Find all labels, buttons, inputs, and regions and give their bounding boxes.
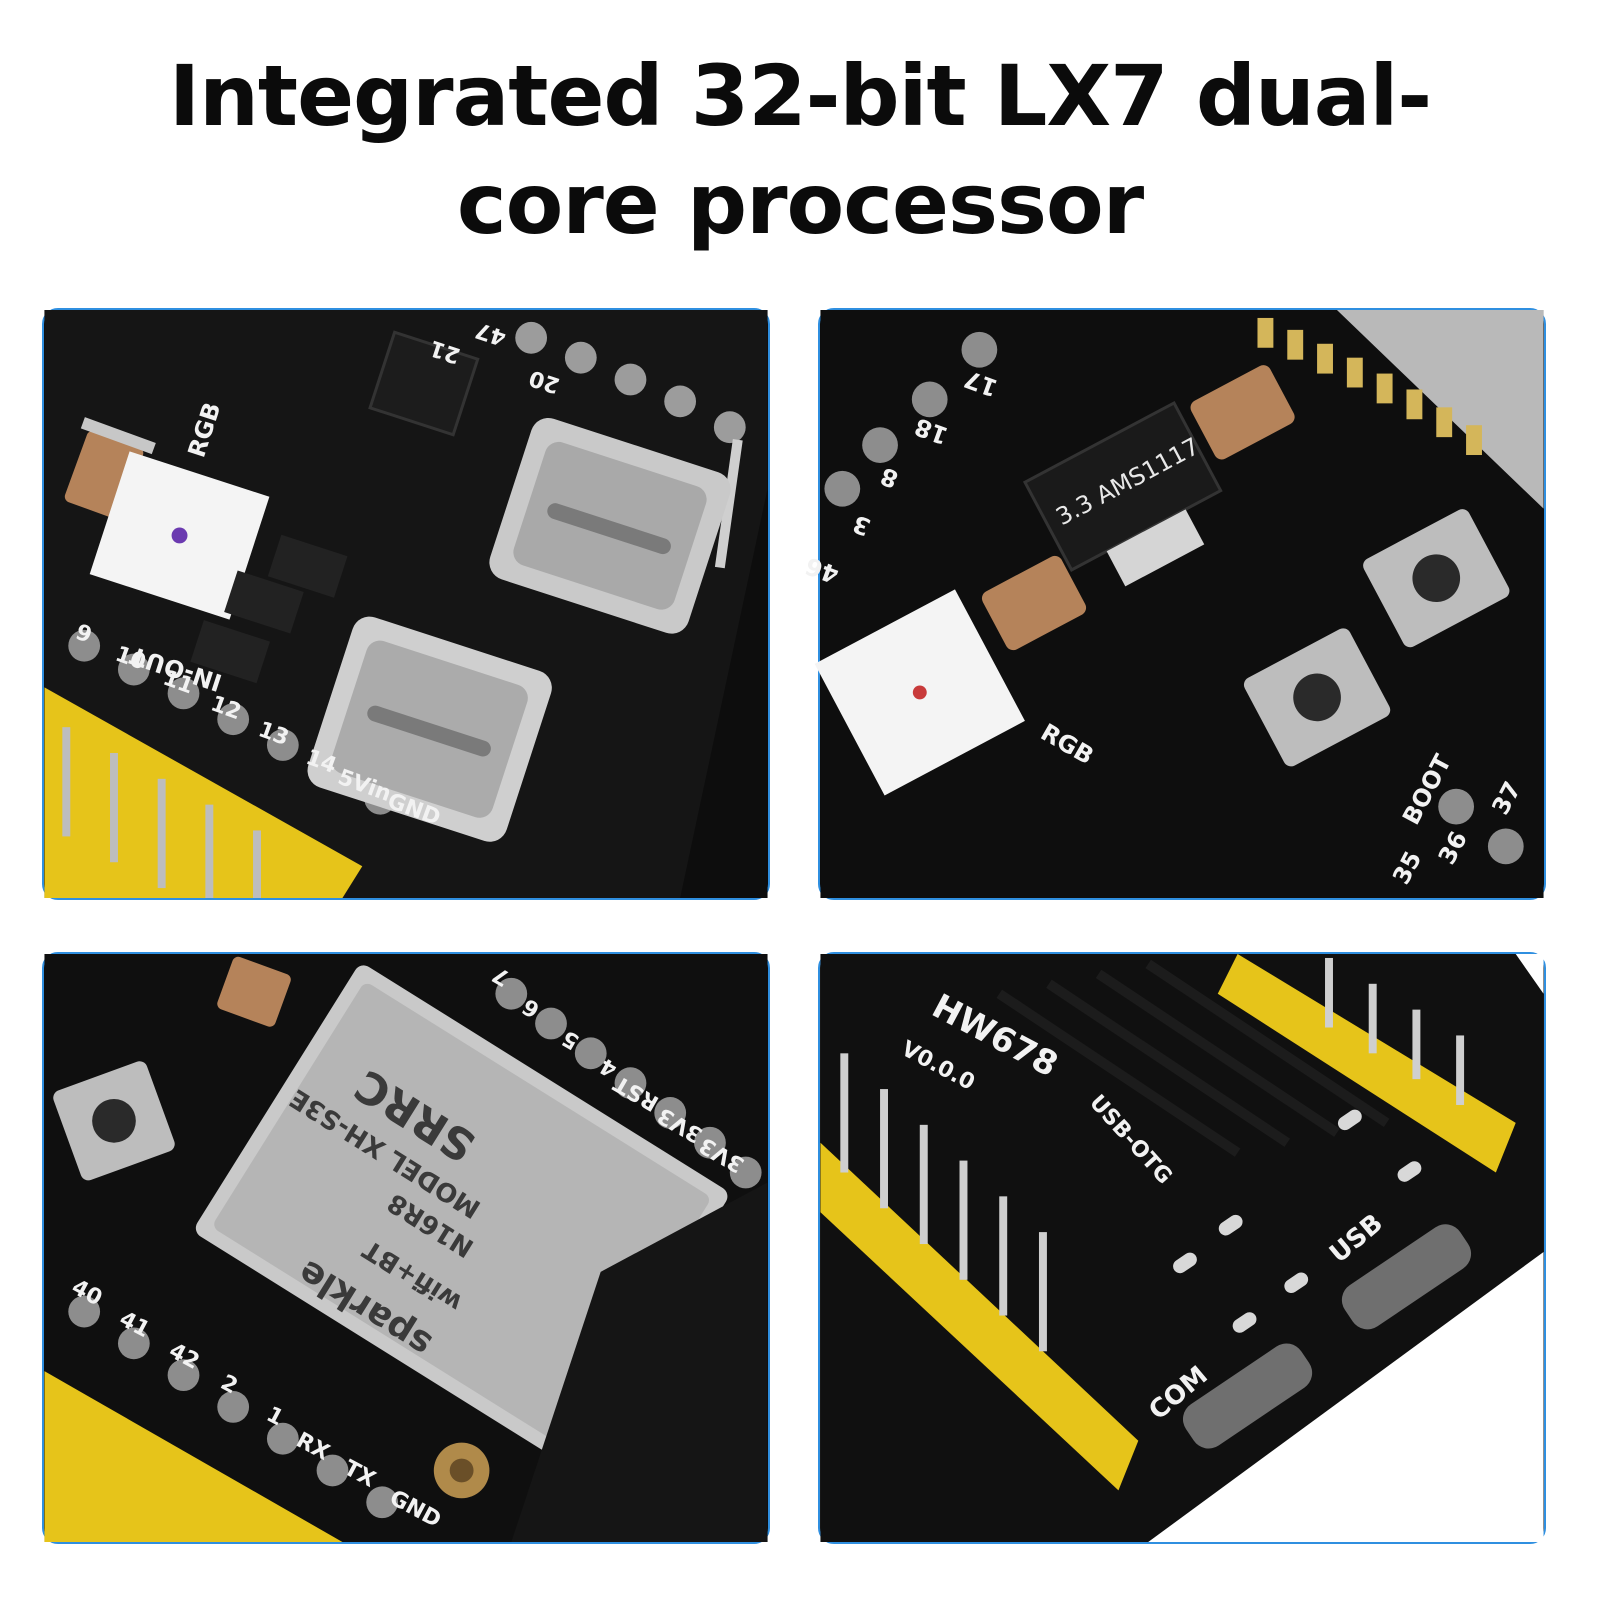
pcb-photo-2: 3.3 AMS1117 17 18 8 3 46 RGB BOOT 35 36 …	[802, 310, 1544, 898]
headline-line-2: core processor	[456, 155, 1144, 253]
pcb-photo-3: SRRC MODEL XH-S3E N16R8 wifi+BT sparkle …	[44, 954, 768, 1542]
pcb-photo-1: RGB IN-OUT 9 10 11 12 13 14 5Vin GND 21 …	[44, 310, 768, 898]
photo-panel-board-back: HW678 V0.0.0 USB-OTG USB COM	[818, 952, 1546, 1544]
photo-panel-regulator-buttons: 3.3 AMS1117 17 18 8 3 46 RGB BOOT 35 36 …	[802, 308, 1546, 900]
headline-line-1: Integrated 32-bit LX7 dual-	[168, 47, 1432, 145]
headline: Integrated 32-bit LX7 dual- core process…	[0, 42, 1600, 258]
pcb-photo-4: HW678 V0.0.0 USB-OTG USB COM	[820, 954, 1544, 1542]
photo-panel-usb-c-connectors: RGB IN-OUT 9 10 11 12 13 14 5Vin GND 21 …	[42, 308, 770, 900]
photo-panel-wifi-module: SRRC MODEL XH-S3E N16R8 wifi+BT sparkle …	[42, 952, 770, 1544]
